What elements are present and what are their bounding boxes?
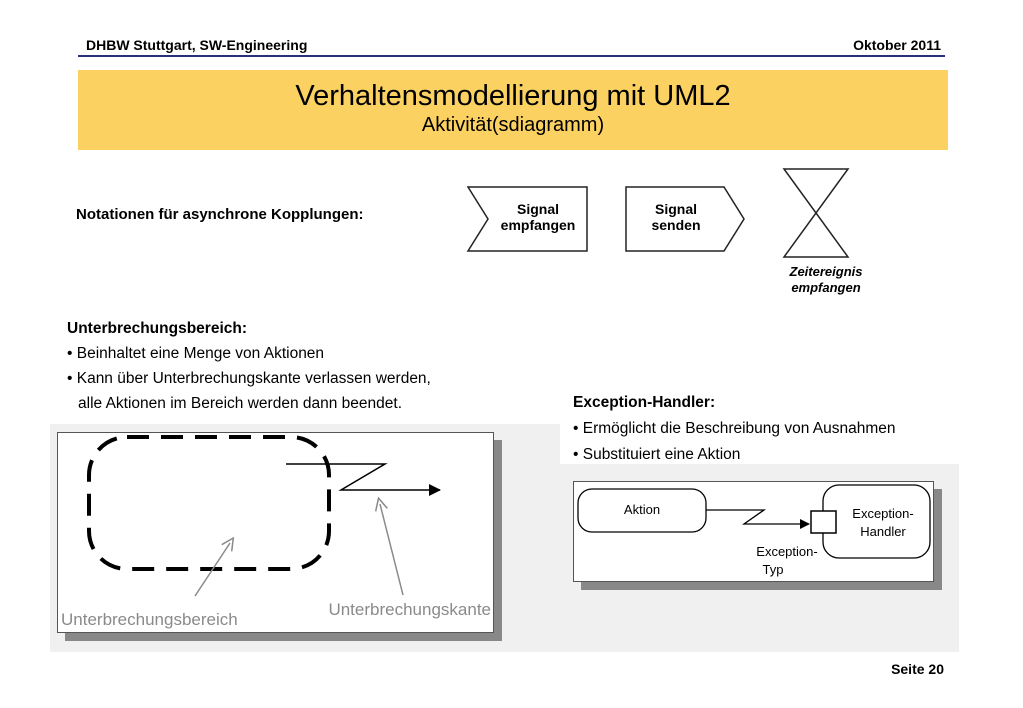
notation-symbols: Signal empfangen Signal senden Zeitereig…	[466, 168, 863, 295]
interrupt-description: Unterbrechungsbereich: • Beinhaltet eine…	[67, 316, 431, 416]
interrupt-bullet-2: • Kann über Unterbrechungskante verlasse…	[67, 370, 431, 387]
exception-bullet-1: • Ermöglicht die Beschreibung von Ausnah…	[573, 420, 896, 437]
notations-label: Notationen für asynchrone Kopplungen:	[76, 206, 364, 223]
time-event-text-2: empfangen	[791, 280, 860, 295]
interrupt-diagram-drawing: Unterbrechungsbereich Unterbrechungskant…	[61, 435, 491, 629]
exception-input-pin	[810, 510, 837, 534]
region-label: Unterbrechungsbereich	[61, 610, 238, 629]
exception-description: Exception-Handler: • Ermöglicht die Besc…	[573, 390, 896, 468]
page-number: Seite 20	[891, 661, 944, 677]
signal-send-symbol: Signal senden	[625, 186, 745, 252]
handler-label-1: Exception-	[852, 506, 913, 521]
interrupt-bullet-1: • Beinhaltet eine Menge von Aktionen	[67, 345, 325, 362]
exception-type-label-2: Typ	[763, 562, 784, 577]
slide-title: Verhaltensmodellierung mit UML2	[295, 80, 731, 112]
signal-receive-symbol: Signal empfangen	[466, 186, 588, 252]
title-band: Verhaltensmodellierung mit UML2 Aktivitä…	[78, 70, 948, 150]
interrupt-diagram: Unterbrechungsbereich Unterbrechungskant…	[57, 432, 494, 633]
header-rule	[78, 55, 945, 57]
interruptible-region	[87, 435, 331, 571]
time-event-symbol: Zeitereignis empfangen	[782, 168, 863, 295]
signal-send-text-1: Signal	[655, 201, 697, 217]
interrupt-heading: Unterbrechungsbereich:	[67, 320, 248, 337]
header-course: DHBW Stuttgart, SW-Engineering	[86, 37, 308, 53]
region-pointer-arrow	[194, 543, 230, 597]
time-event-text-1: Zeitereignis	[789, 264, 863, 279]
action-label: Aktion	[624, 502, 660, 517]
exception-handler-node	[822, 484, 931, 559]
interrupt-bullet-2-continued: alle Aktionen im Bereich werden dann bee…	[78, 395, 402, 412]
exception-bullet-2: • Substituiert eine Aktion	[573, 446, 741, 463]
exception-type-label-1: Exception-	[756, 544, 817, 559]
exception-diagram-drawing: Aktion Exception- Handler Exception- Typ	[577, 484, 931, 577]
header-date: Oktober 2011	[853, 37, 941, 53]
signal-send-text-2: senden	[651, 217, 700, 233]
signal-receive-text-1: Signal	[517, 201, 559, 217]
interrupting-edge	[286, 463, 441, 496]
edge-pointer-arrow	[380, 504, 404, 596]
exception-heading: Exception-Handler:	[573, 394, 716, 411]
exception-edge	[706, 509, 810, 529]
signal-receive-text-2: empfangen	[501, 217, 576, 233]
slide-subtitle: Aktivität(sdiagramm)	[421, 114, 605, 136]
handler-label-2: Handler	[860, 524, 906, 539]
exception-diagram: Aktion Exception- Handler Exception- Typ	[573, 481, 934, 582]
edge-label: Unterbrechungskante	[328, 600, 491, 619]
